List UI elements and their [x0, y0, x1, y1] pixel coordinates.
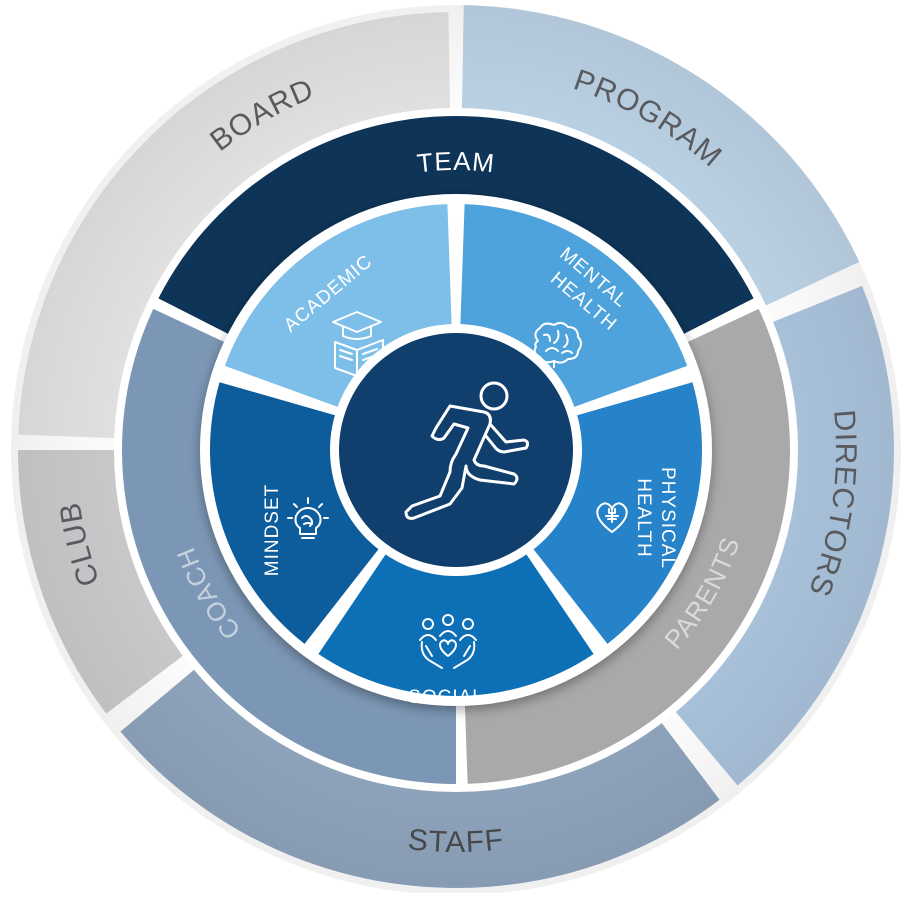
inner-segment-mental-health [460, 204, 688, 409]
inner-segment-social [318, 551, 594, 696]
center-circle [339, 333, 573, 567]
inner-label-physical: PHYSICAL [657, 467, 678, 569]
lightbulb-brain-icon [287, 497, 329, 539]
middle-segment-team [158, 115, 754, 338]
heart-medical-icon [596, 502, 628, 533]
middle-label-team: TEAM [415, 146, 496, 179]
people-in-hands-icon [419, 614, 477, 669]
inner-segment-academic [224, 204, 452, 409]
inner-segment-physical-health [531, 382, 702, 644]
running-athlete-icon [404, 381, 530, 520]
inner-label-mindset: MINDSET [262, 484, 283, 577]
center-hub [330, 324, 582, 576]
outer-label-staff: STAFF [407, 823, 506, 859]
inner-label-social: SOCIAL [408, 687, 484, 708]
inner-label-health-2: HEALTH [633, 478, 654, 558]
inner-segment-mindset [209, 382, 381, 644]
